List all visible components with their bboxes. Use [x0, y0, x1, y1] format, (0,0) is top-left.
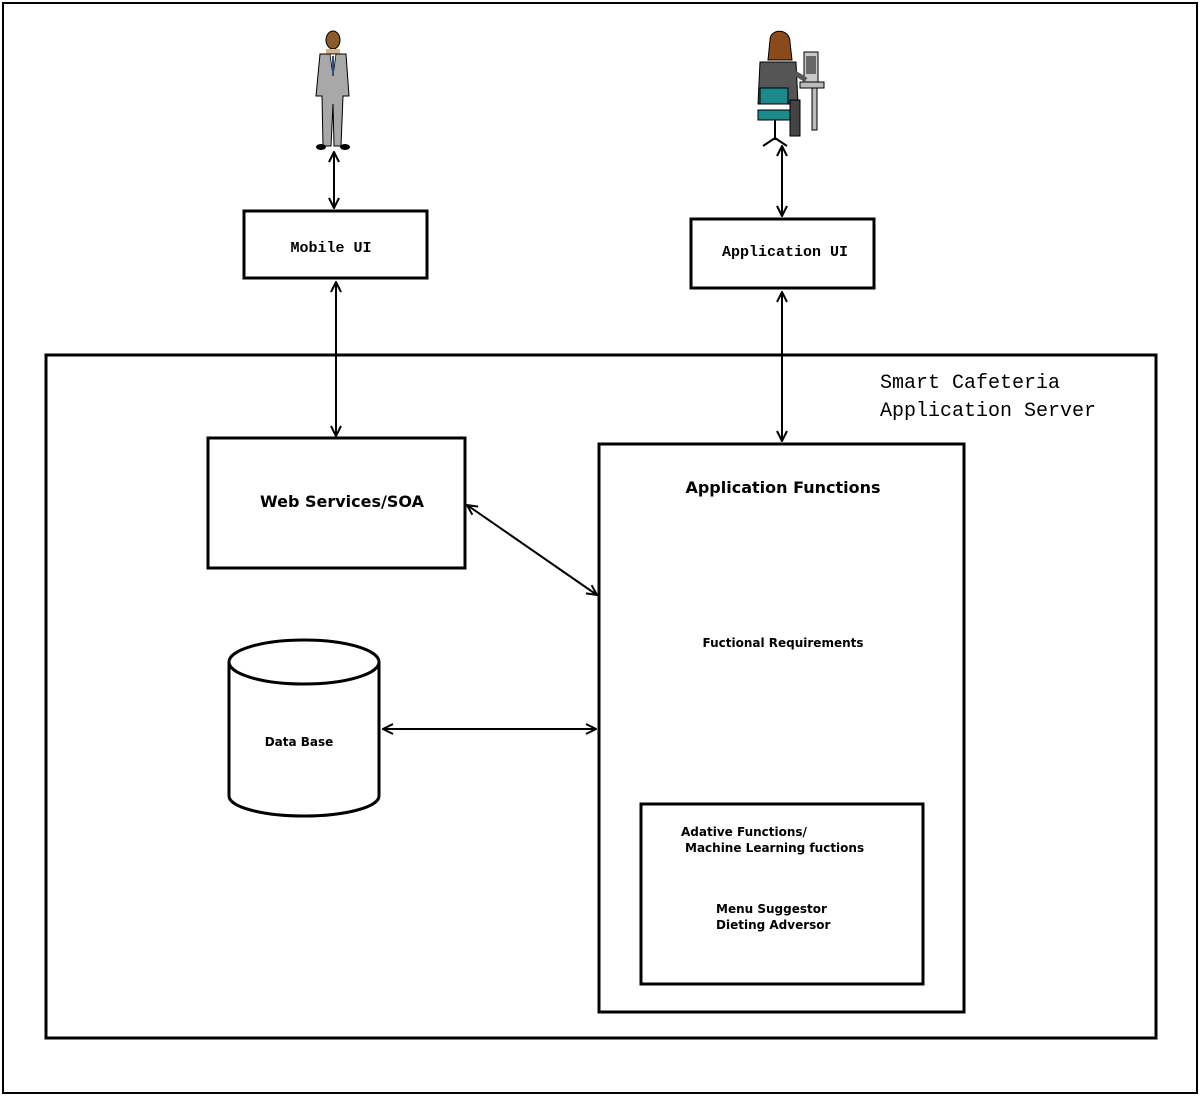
adaptive-functions-line1: Adative Functions/ [681, 825, 808, 839]
functional-requirements-label: Fuctional Requirements [702, 636, 863, 650]
mobile-ui-label: Mobile UI [290, 240, 371, 257]
connector-arrows [334, 146, 782, 729]
application-ui-label: Application UI [722, 244, 848, 261]
standing-user-icon [315, 30, 350, 150]
adaptive-functions-line2: Machine Learning fuctions [685, 841, 864, 855]
adaptive-functions-box [639, 802, 925, 986]
web-services-label: Web Services/SOA [260, 492, 425, 511]
database-label: Data Base [265, 735, 334, 749]
application-ui-box [689, 217, 876, 290]
menu-suggestor-label: Menu Suggestor [716, 902, 827, 916]
server-title-line2: Application Server [880, 400, 1096, 423]
application-functions-label: Application Functions [685, 478, 880, 497]
server-title-line1: Smart Cafeteria [880, 372, 1060, 395]
database-cylinder [227, 638, 381, 818]
dieting-adversor-label: Dieting Adversor [716, 918, 831, 932]
mobile-ui-box [242, 209, 429, 280]
application-server-container [44, 353, 1158, 1040]
web-services-box [206, 436, 467, 570]
arrow-web-services-functions [467, 505, 597, 595]
desktop-user-icon [757, 30, 825, 147]
